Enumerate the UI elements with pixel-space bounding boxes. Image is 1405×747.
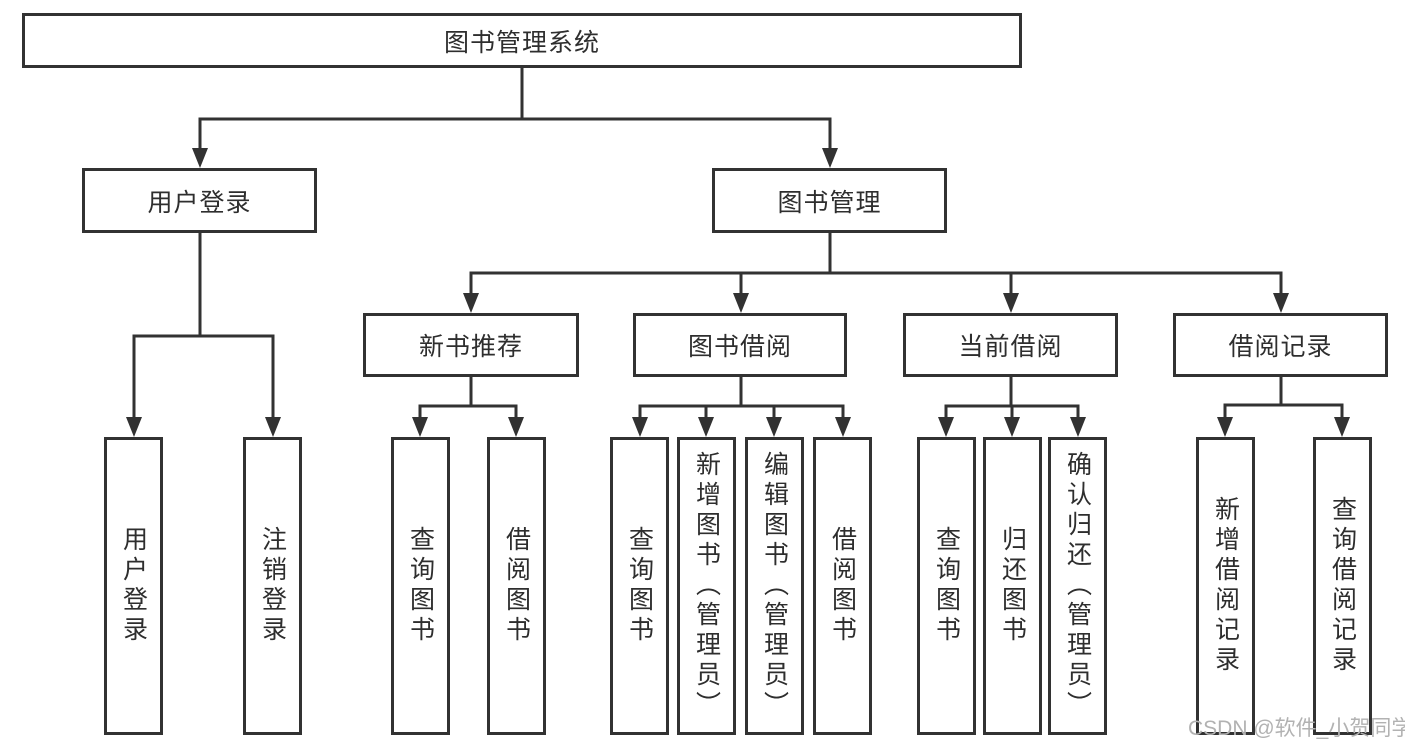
node-label: 确认归还（管理员） [1063,451,1092,721]
arrowhead-icon [412,417,428,437]
node-leaf-return-book: 归还图书 [983,437,1042,735]
connector-bookborrow-to-children [638,375,845,421]
node-leaf-user-login: 用户登录 [104,437,163,735]
arrowhead-icon [126,417,142,437]
connector-newbook-to-children [418,375,518,421]
node-label: 归还图书 [998,526,1027,646]
node-leaf-add-book-admin: 新增图书（管理员） [677,437,736,735]
node-label: 借阅图书 [828,526,857,646]
csdn-watermark: CSDN @软件_小贺同学 [1188,717,1405,740]
node-label: 借阅记录 [1228,333,1333,361]
connector-root-to-level2 [198,66,832,152]
connector-line-segments [132,66,1344,421]
node-leaf-query-books-3: 查询图书 [917,437,976,735]
node-label: 新书推荐 [418,333,523,361]
arrowhead-icon [1217,417,1233,437]
node-label: 借阅图书 [502,526,531,646]
connector-borrowrecord-to-children [1223,375,1344,421]
arrowhead-icon [1070,417,1086,437]
node-label: 查询借阅记录 [1328,496,1357,676]
node-label: 用户登录 [147,188,252,217]
node-label: 图书借阅 [687,333,792,361]
arrowhead-icon [733,293,749,313]
connector-userlogin-to-children [132,231,275,421]
node-root-label: 图书管理系统 [443,28,600,57]
arrowhead-icon [822,148,838,168]
node-leaf-query-borrow-record: 查询借阅记录 [1313,437,1372,735]
arrowhead-icon [1273,293,1289,313]
arrowhead-icon [463,293,479,313]
node-label: 图书管理 [777,188,882,217]
arrowhead-icon [192,148,208,168]
arrowhead-icon [938,417,954,437]
arrowhead-icon [1334,417,1350,437]
node-leaf-query-books-2: 查询图书 [610,437,669,735]
node-leaf-borrow-books-1: 借阅图书 [487,437,546,735]
node-leaf-add-borrow-record: 新增借阅记录 [1196,437,1255,735]
arrowhead-icon [508,417,524,437]
node-book-borrow: 图书借阅 [633,313,847,377]
connector-currentborrow-to-children [944,375,1080,421]
arrowhead-icon [1003,293,1019,313]
arrowhead-icon [698,417,714,437]
arrowhead-icon [632,417,648,437]
node-current-borrow: 当前借阅 [903,313,1118,377]
node-leaf-query-books-1: 查询图书 [391,437,450,735]
node-label: 查询图书 [625,526,654,646]
node-leaf-logout: 注销登录 [243,437,302,735]
node-label: 查询图书 [406,526,435,646]
connector-bookmgmt-to-level3 [469,231,1283,297]
node-label: 注销登录 [258,526,287,646]
node-user-login-branch: 用户登录 [82,168,317,233]
node-label: 编辑图书（管理员） [760,451,789,721]
node-leaf-borrow-books-2: 借阅图书 [813,437,872,735]
arrowhead-icon [265,417,281,437]
arrowhead-icon [766,417,782,437]
node-borrow-record: 借阅记录 [1173,313,1388,377]
node-leaf-edit-book-admin: 编辑图书（管理员） [745,437,804,735]
node-label: 查询图书 [932,526,961,646]
node-leaf-confirm-return-admin: 确认归还（管理员） [1048,437,1107,735]
node-book-management-branch: 图书管理 [712,168,947,233]
node-new-book-recommend: 新书推荐 [363,313,579,377]
node-root-system: 图书管理系统 [22,13,1022,68]
node-label: 新增借阅记录 [1211,496,1240,676]
arrowhead-icon [835,417,851,437]
arrowhead-icon [1004,417,1020,437]
node-label: 新增图书（管理员） [692,451,721,721]
node-label: 用户登录 [119,526,148,646]
node-label: 当前借阅 [958,333,1063,361]
connector-arrowheads [126,148,1350,437]
